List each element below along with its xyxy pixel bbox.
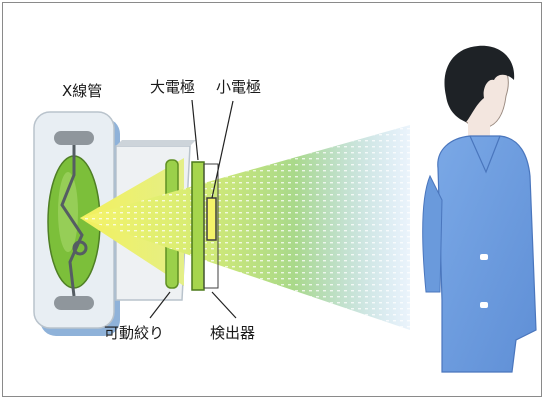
electrode-assembly bbox=[191, 161, 219, 291]
xray-beam bbox=[80, 125, 410, 330]
label-detector: 検出器 bbox=[210, 324, 255, 342]
cathode-coil bbox=[72, 240, 88, 256]
tube-cap-bottom bbox=[54, 296, 94, 310]
leader-small-electrode bbox=[211, 100, 234, 199]
label-xray-tube: X線管 bbox=[62, 82, 102, 100]
shirt-button-1 bbox=[480, 254, 488, 260]
large-electrode bbox=[191, 161, 205, 291]
shirt-button-2 bbox=[480, 302, 488, 308]
leader-large-electrode bbox=[191, 99, 199, 161]
patient bbox=[422, 45, 537, 373]
patient-shirt bbox=[437, 135, 537, 373]
label-large-electrode: 大電極 bbox=[150, 78, 195, 96]
label-collimator: 可動絞り bbox=[104, 324, 164, 342]
label-small-electrode: 小電極 bbox=[216, 78, 261, 96]
leader-collimator bbox=[149, 291, 171, 319]
patient-hair bbox=[444, 45, 515, 122]
tube-cap-top bbox=[54, 131, 94, 145]
small-electrode bbox=[206, 197, 217, 241]
beam-dots bbox=[80, 125, 410, 330]
shirt-collar bbox=[469, 135, 501, 174]
xray-tube bbox=[33, 111, 120, 336]
detector-frame bbox=[203, 163, 219, 289]
leader-detector bbox=[211, 291, 237, 319]
filament bbox=[60, 145, 84, 297]
collimator-top bbox=[116, 140, 196, 146]
leader-lines bbox=[149, 99, 237, 319]
patient-arm bbox=[422, 174, 443, 293]
